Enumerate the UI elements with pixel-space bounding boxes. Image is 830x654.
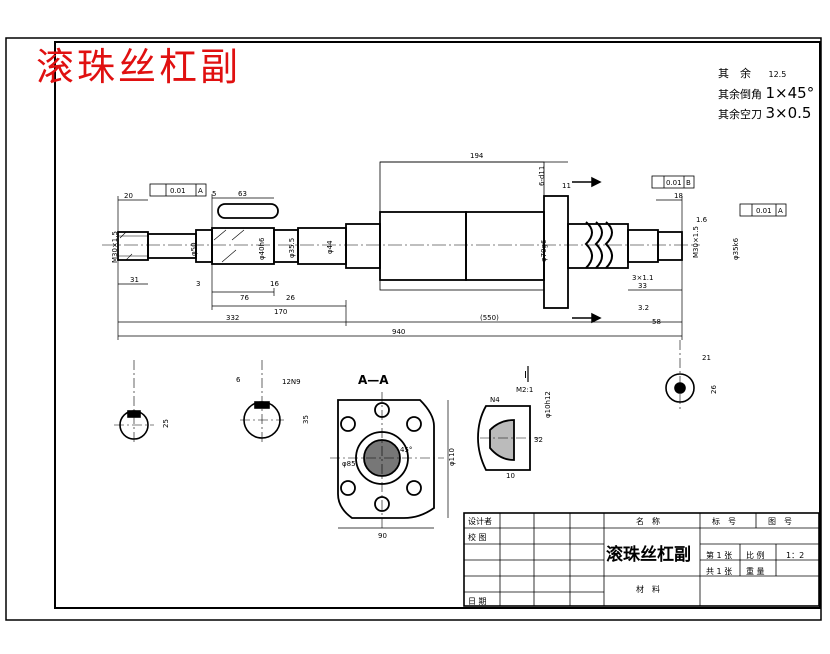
tb-designer: 设计者	[468, 517, 492, 526]
tb-material: 材 料	[636, 585, 660, 594]
dim-550: (550)	[480, 314, 499, 322]
section-marks	[572, 176, 602, 324]
tb-weight: 重 量	[746, 567, 765, 576]
dim-phi110: φ110	[448, 448, 456, 466]
dim-12n9: 12N9	[282, 378, 301, 386]
dim-33: 33	[638, 282, 647, 290]
tol-right-ref: A	[778, 207, 783, 215]
note-undercut-value: 3×0.5	[765, 104, 812, 122]
dim-170: 170	[274, 308, 287, 316]
section-view-right	[665, 340, 695, 410]
tb-name-header: 名 称	[636, 517, 660, 526]
note-undercut-label: 其余空刀	[718, 108, 762, 121]
dim-6-d11: 6-d11	[538, 166, 546, 186]
detail-scale: M2:1	[516, 386, 533, 394]
dim-1-6: 1.6	[696, 216, 708, 224]
tb-scale-value: 1：2	[786, 551, 805, 560]
dim-3x11: 3×1.1	[632, 274, 653, 282]
tolerance-frames	[149, 175, 787, 217]
tb-date: 日 期	[468, 597, 487, 606]
dim-5: 5	[212, 190, 216, 198]
detail-view	[477, 366, 540, 471]
dim-3-2: 3.2	[638, 304, 649, 312]
dim-26b: 26	[710, 385, 718, 394]
surface-notes: 其 余 12.5 其余倒角 1×45° 其余空刀 3×0.5	[718, 64, 814, 124]
dim-31: 31	[130, 276, 139, 284]
dim-10: 10	[506, 472, 515, 480]
ball-thread-coils	[584, 221, 613, 269]
dim-194: 194	[470, 152, 484, 160]
flange-section-view	[330, 392, 449, 530]
dim-phi70: φ70g6	[540, 239, 548, 262]
note-chamfer-value: 1×45°	[765, 84, 815, 102]
outer-frame	[5, 37, 822, 621]
dim-3: 3	[196, 280, 200, 288]
dim-20: 20	[124, 192, 133, 200]
note-roughness-label: 其 余	[718, 67, 751, 80]
dim-phi50: φ50	[190, 242, 198, 256]
dim-phi44: φ44	[326, 240, 334, 254]
dim-32: 32	[534, 436, 543, 444]
dim-45: 45°	[400, 446, 412, 454]
section-views-left	[114, 360, 284, 445]
tol-mid-ref: B	[686, 179, 691, 187]
tb-scale-label: 比 例	[746, 551, 765, 560]
dim-21: 21	[702, 354, 711, 362]
dimension-lines	[117, 161, 683, 340]
dim-332: 332	[226, 314, 239, 322]
dim-35: 35	[302, 415, 310, 424]
detail-label: I	[524, 370, 527, 381]
dim-n4: N4	[490, 396, 500, 404]
title-block	[463, 512, 820, 607]
dim-76: 76	[240, 294, 249, 302]
dim-11: 11	[562, 182, 571, 190]
note-roughness-value: 12.5	[768, 70, 787, 79]
tol-mid-value: 0.01	[666, 179, 682, 187]
dim-phi10h12: φ10h12	[544, 391, 552, 418]
dim-940: 940	[392, 328, 405, 336]
note-roughness: 其 余 12.5	[718, 64, 814, 84]
section-label-aa: A—A	[358, 373, 389, 387]
tol-left-ref: A	[198, 187, 203, 195]
note-chamfer: 其余倒角 1×45°	[718, 84, 814, 104]
note-chamfer-label: 其余倒角	[718, 88, 762, 101]
note-undercut: 其余空刀 3×0.5	[718, 104, 814, 124]
drawing-title: 滚珠丝杠副	[36, 45, 242, 89]
tb-sheet: 第 1 张	[706, 551, 733, 560]
dim-phi35k6: φ35k6	[732, 237, 740, 260]
hatching	[119, 229, 245, 263]
tb-part-name: 滚珠丝杠副	[606, 545, 691, 565]
dim-m30-left: M30×1.5	[111, 231, 119, 263]
tb-drawing-no: 图 号	[768, 517, 792, 526]
section-labels: A—A I M2:1	[358, 370, 533, 394]
tol-right-value: 0.01	[756, 207, 772, 215]
inner-frame	[54, 41, 821, 609]
tb-check: 校 图	[468, 533, 487, 542]
dim-58: 58	[652, 318, 661, 326]
dim-25: 25	[162, 419, 170, 428]
dim-6: 6	[236, 376, 241, 384]
tb-mark-header: 标 号	[712, 517, 736, 526]
shaft-outline	[117, 161, 683, 309]
dim-90: 90	[378, 532, 387, 540]
dim-m30-right: M30×1.5	[692, 226, 700, 258]
tolerance-texts: 0.01 A 0.01 B 0.01 A	[170, 179, 783, 215]
dim-18: 18	[674, 192, 683, 200]
dim-phi85: φ85	[342, 460, 356, 468]
dim-phi35: φ35.5	[288, 238, 296, 258]
tol-left-value: 0.01	[170, 187, 186, 195]
dim-phi40: φ40h6	[258, 237, 266, 260]
dim-16: 16	[270, 280, 279, 288]
dim-26: 26	[286, 294, 295, 302]
dimension-texts: 20 63 5 194 11 18 31 3 76 16 26 170 332 …	[111, 152, 740, 540]
dim-63: 63	[238, 190, 247, 198]
tb-total: 共 1 张	[706, 567, 733, 576]
